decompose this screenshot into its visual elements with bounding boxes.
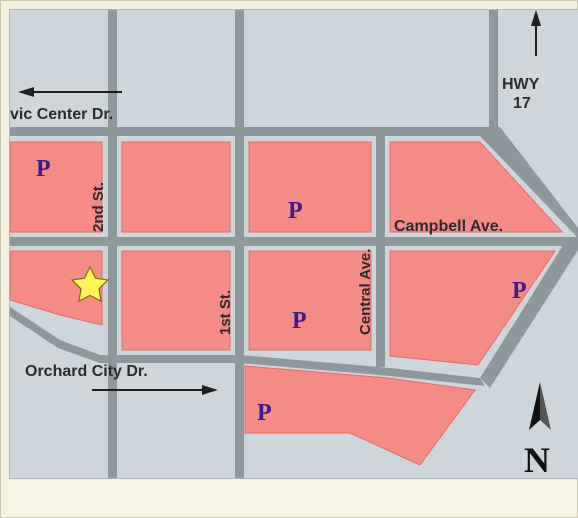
block-center-right [248,250,372,351]
parking-marker: P [36,156,51,182]
label-2nd-st: 2nd St. [90,182,107,232]
road-campbell-ave [10,237,578,246]
street-labels: vic Center Dr. 2nd St. 1st St. Central A… [10,76,540,380]
arrow-up-icon [531,10,541,56]
arrow-left-icon [18,87,122,97]
label-orchard-city: Orchard City Dr. [25,363,148,380]
road-lower-diagonal [480,242,578,388]
label-1st-st: 1st St. [217,290,234,335]
label-hwy: HWY [502,76,540,93]
parking-marker: P [292,308,307,334]
star-icon [70,265,110,303]
arrow-right-icon [92,385,218,395]
parking-marker: P [512,278,527,304]
label-campbell-ave: Campbell Ave. [394,218,503,235]
road-orchard-city [10,307,485,386]
roads [10,10,578,478]
caption-area [9,479,577,517]
label-hwy-number: 17 [513,95,531,112]
compass-letter: N [524,440,550,478]
label-civic-center: vic Center Dr. [10,106,113,123]
map-panel: vic Center Dr. 2nd St. 1st St. Central A… [9,9,578,479]
block-e [389,250,556,366]
block-nw [10,141,103,233]
block-center-left [121,250,231,351]
block-w-star [10,250,103,326]
block-n-center-left [121,141,231,233]
north-arrow-icon [529,382,551,430]
parking-marker: P [288,198,303,224]
parking-marker: P [257,400,272,426]
road-hwy-17 [489,10,498,140]
block-n-center-right [248,141,372,233]
block-s [244,365,476,466]
road-central-ave [376,127,385,367]
label-central-ave: Central Ave. [357,249,374,335]
city-blocks [10,141,564,466]
street-map: vic Center Dr. 2nd St. 1st St. Central A… [10,10,578,478]
parking-markers: P P P P P [36,156,527,426]
block-ne [389,141,564,233]
